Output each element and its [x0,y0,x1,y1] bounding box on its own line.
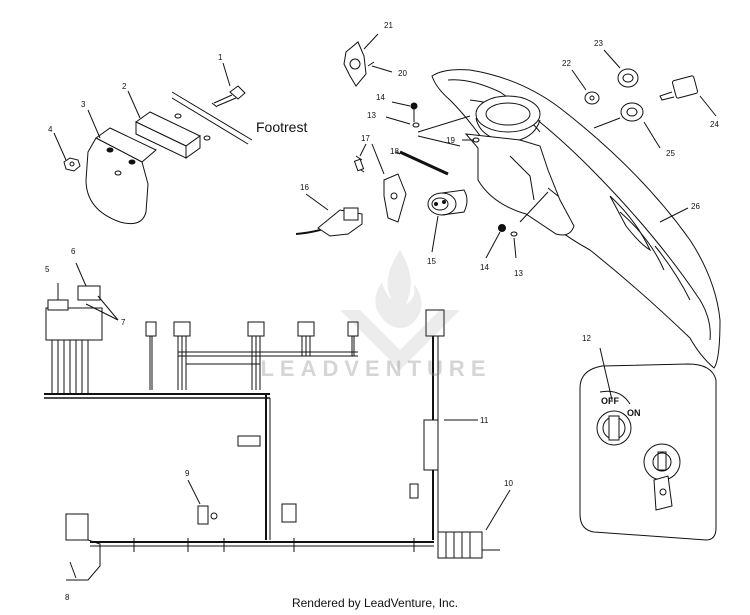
callout-24: 24 [710,120,719,129]
callout-23: 23 [594,39,603,48]
callout-5: 5 [45,265,50,274]
callout-18: 18 [390,147,399,156]
screw-icon [385,101,471,147]
nut-icon [63,157,81,172]
switch-on-label: ON [627,408,641,418]
callout-21: 21 [384,21,393,30]
footer-credit: Rendered by LeadVenture, Inc. [291,596,459,610]
callout-2: 2 [122,82,127,91]
callout-20: 20 [398,69,407,78]
callout-10: 10 [504,479,513,488]
callout-16: 16 [300,183,309,192]
callout-6: 6 [71,247,76,256]
callout-8: 8 [65,593,70,602]
callout-3: 3 [81,100,86,109]
callout-numbers: 1 2 3 4 5 6 7 8 9 10 11 12 13 14 15 16 1… [45,21,719,602]
switch-off-label: OFF [601,396,619,406]
callout-9: 9 [185,469,190,478]
callout-14-lower: 14 [480,263,489,272]
callout-25: 25 [666,149,675,158]
callout-13: 13 [367,111,376,120]
callout-7: 7 [121,318,126,327]
bracket-clip-icon [343,33,393,87]
footrest-label: Footrest [256,119,307,135]
key-icon [659,75,717,117]
callout-14: 14 [376,93,385,102]
watermark-text: LEADVENTURE [260,356,492,381]
footrest-assembly [53,62,253,225]
callout-12: 12 [582,334,591,343]
ignition-switch-panel [579,347,717,541]
screw-lower-icon [485,191,549,259]
plug-connector-icon [353,143,407,223]
callout-13-lower: 13 [514,269,523,278]
callout-17: 17 [361,134,370,143]
callout-1: 1 [218,53,223,62]
tether-connector-icon [295,193,363,237]
callout-22: 22 [562,59,571,68]
callout-19: 19 [446,136,455,145]
callout-15: 15 [427,257,436,266]
bracket-icon [135,111,201,159]
footrest-pad-icon [85,127,211,225]
callout-26: 26 [691,202,700,211]
bolt-icon [211,85,246,108]
callout-4: 4 [48,125,53,134]
wiring-harness [44,262,511,581]
switch-cylinder-icon [427,189,468,253]
rear-fender-assembly [431,69,721,369]
wire-pin-icon [395,150,449,176]
footrest-bar [171,91,253,145]
ignition-parts [571,49,717,149]
flame-v-logo-icon [340,250,460,370]
callout-11: 11 [480,416,489,425]
